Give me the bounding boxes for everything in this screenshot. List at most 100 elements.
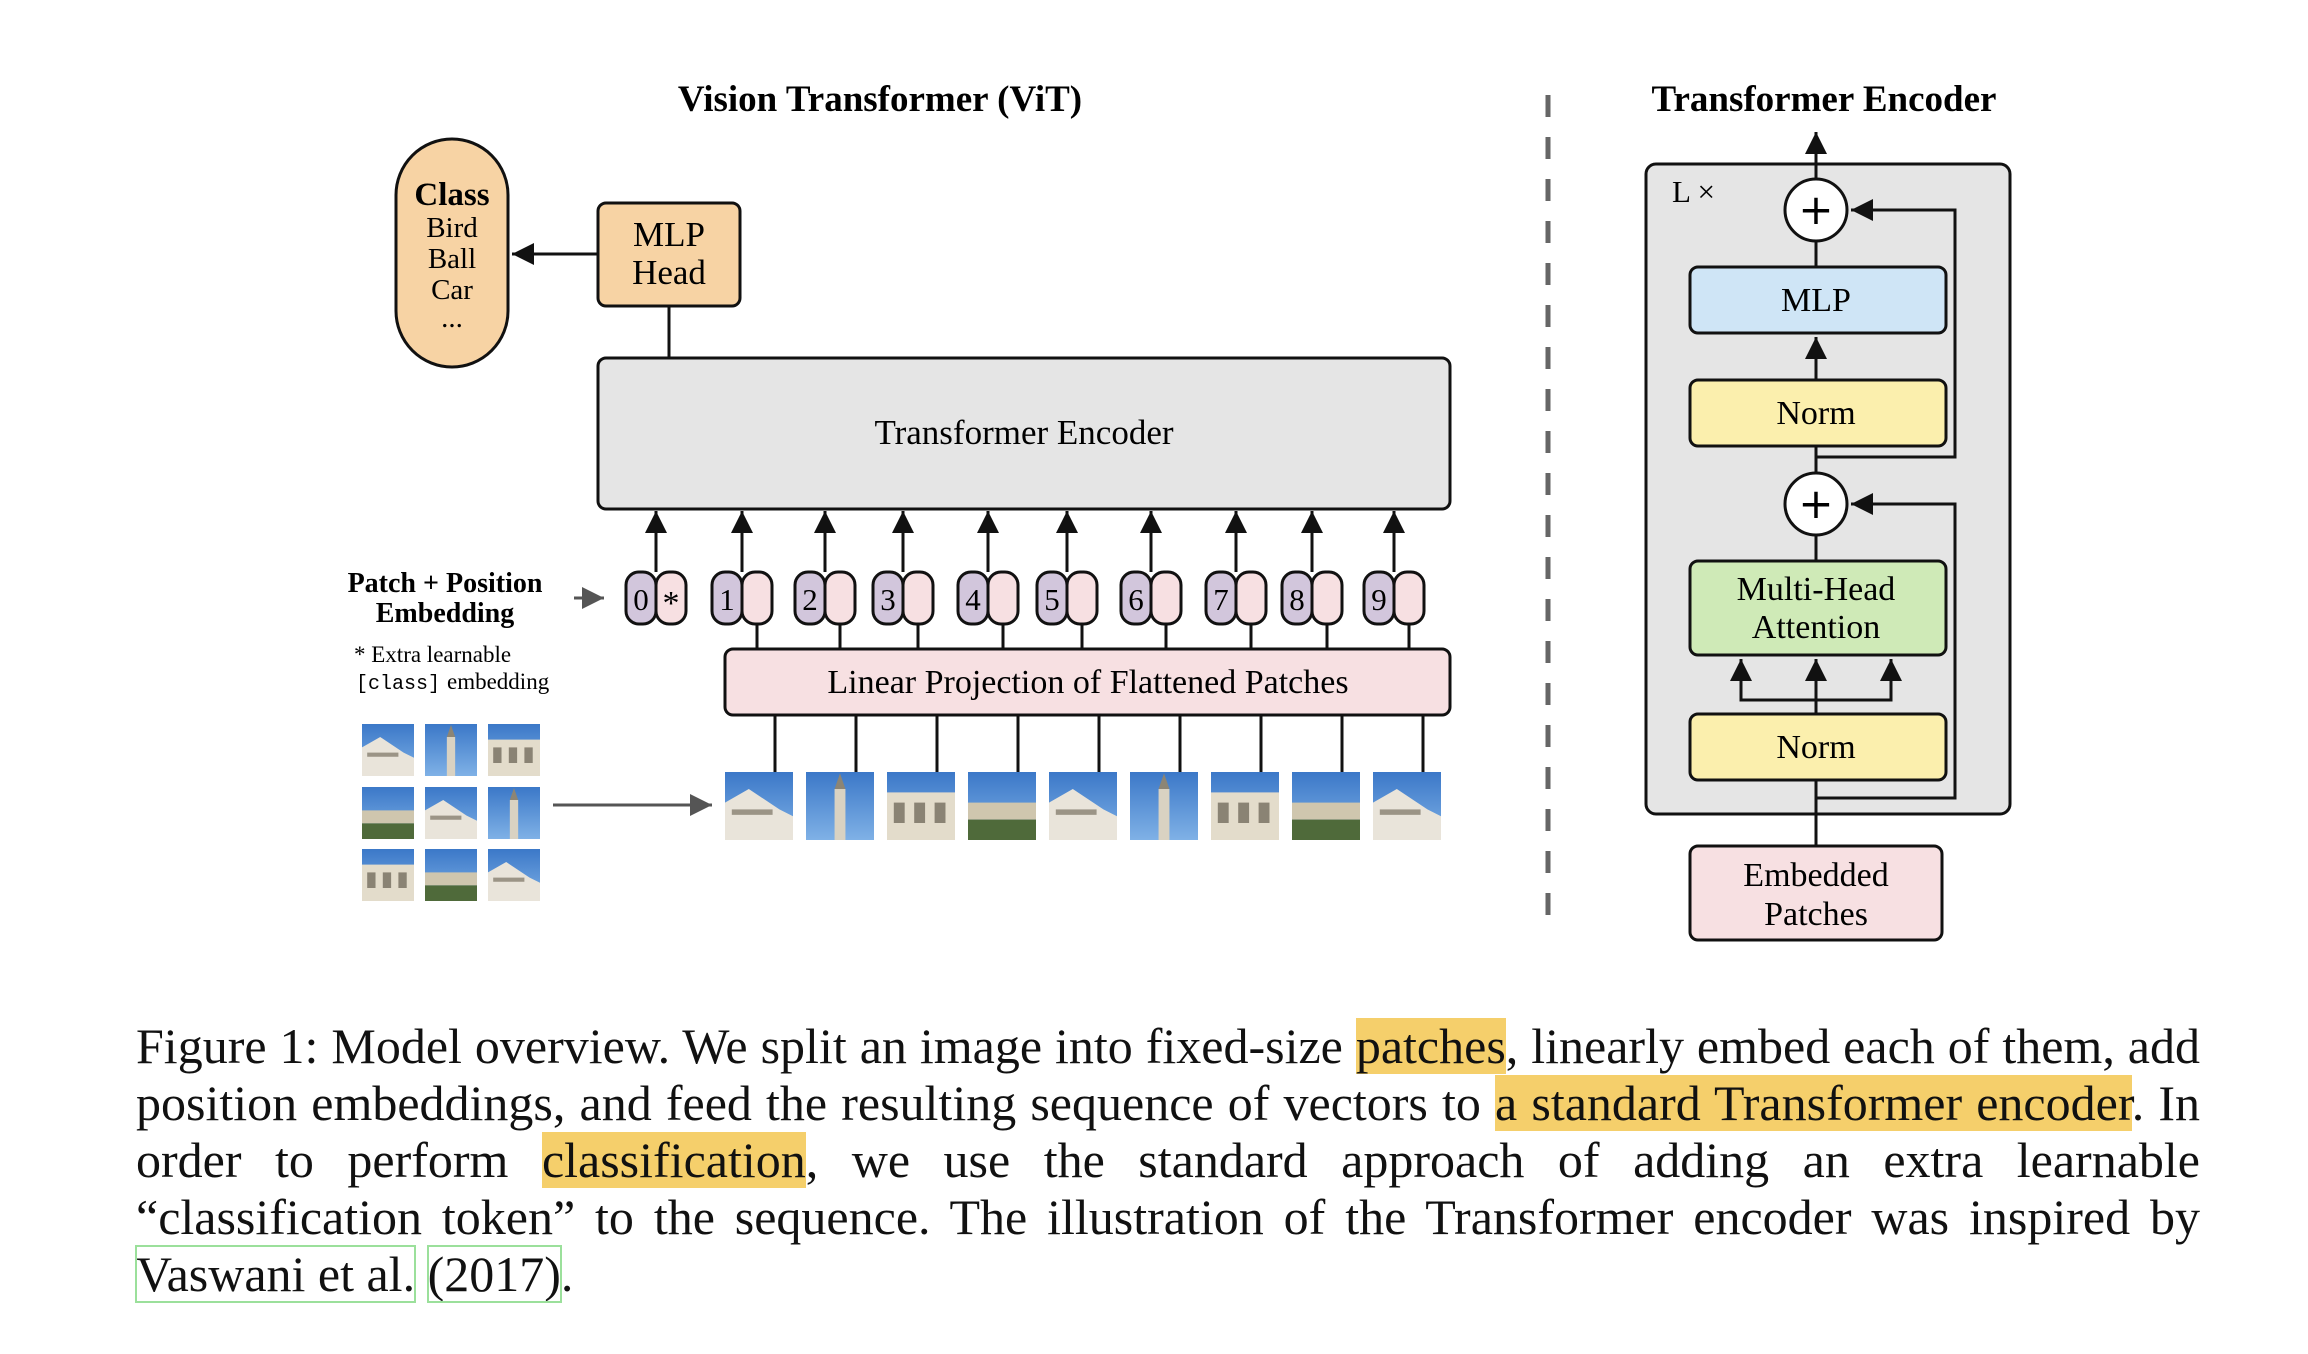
position-index: 7 — [1213, 582, 1229, 617]
citation-year-link[interactable]: (2017) — [426, 1245, 562, 1303]
class-token-code: [class] — [356, 673, 440, 696]
citation-link[interactable]: Vaswani et al. — [134, 1245, 417, 1303]
image-patch — [425, 724, 477, 776]
position-index: 2 — [802, 582, 818, 617]
flattened-patch — [1049, 772, 1117, 840]
encoder-norm-top-box: Norm — [1688, 378, 1948, 448]
attention-label: Multi-Head — [1737, 571, 1896, 608]
flattened-patch — [1292, 772, 1360, 840]
class-item: Ball — [428, 243, 476, 275]
patch-embedding — [654, 570, 688, 626]
residual-add-top: + — [1783, 177, 1849, 243]
patch-embedding — [1310, 570, 1344, 626]
residual-skip-top — [1816, 199, 1957, 459]
class-heading: Class — [414, 177, 489, 213]
embedding-note: embedding — [447, 669, 550, 694]
flattened-patch — [968, 772, 1036, 840]
image-patch — [362, 724, 414, 776]
vit-title: Vision Transformer (ViT) — [678, 79, 1082, 120]
encoder-norm-bottom-box: Norm — [1688, 712, 1948, 782]
token-pair: 8 — [1280, 511, 1344, 715]
embedding-label: Patch + Position — [348, 568, 543, 599]
embedded-patches-label: Patches — [1764, 896, 1868, 933]
flattened-patch-sequence — [725, 715, 1441, 840]
token-pair: 7 — [1204, 511, 1268, 715]
position-index: 5 — [1044, 582, 1060, 617]
image-patch — [362, 849, 414, 901]
caption-text — [415, 1246, 428, 1302]
caption-text: . In order to perform — [136, 1075, 2201, 1188]
caption-text: Figure 1: Model overview. We split an im… — [136, 1018, 1356, 1074]
token-pair: 4 — [956, 511, 1020, 715]
linear-projection-box: Linear Projection of Flattened Patches — [723, 647, 1452, 717]
extra-learnable-note: * Extra learnable — [354, 642, 511, 667]
input-image-patch-grid — [362, 724, 540, 901]
patch-embedding — [823, 570, 857, 626]
flattened-patch — [1130, 772, 1198, 840]
patch-embedding — [1392, 570, 1426, 626]
transformer-encoder-box: Transformer Encoder — [596, 356, 1452, 511]
caption-text: , we use the standard approach of adding… — [136, 1132, 2200, 1245]
caption-text: , linearly embed each of them, add posit… — [136, 1018, 2200, 1131]
encoder-norm-bottom-label: Norm — [1776, 729, 1855, 766]
layer-repeat-label: L × — [1672, 174, 1715, 209]
embedding-label: Embedding — [376, 598, 515, 629]
model-overview-figure: Vision Transformer (ViT) Class Bird Ball… — [348, 79, 2012, 942]
qkv-fork-arrows — [1730, 659, 1902, 714]
mlp-head-label: Head — [632, 253, 706, 292]
encoder-detail-title: Transformer Encoder — [1652, 79, 1997, 120]
token-pair: 5 — [1035, 511, 1099, 715]
patch-embedding — [1065, 570, 1099, 626]
caption-text: . — [560, 1246, 574, 1302]
image-patch — [488, 787, 540, 839]
class-item: Bird — [426, 212, 478, 244]
image-patch — [488, 849, 540, 901]
residual-add-middle: + — [1783, 471, 1849, 537]
transformer-encoder-label: Transformer Encoder — [874, 413, 1173, 452]
flattened-patch — [1211, 772, 1279, 840]
class-token-marker: * — [663, 585, 680, 622]
token-pair: 2 — [793, 511, 857, 715]
patch-embedding — [986, 570, 1020, 626]
image-patch — [488, 724, 540, 776]
add-symbol: + — [1798, 185, 1833, 234]
position-index: 1 — [719, 582, 735, 617]
image-patch — [425, 849, 477, 901]
caption-highlight: patches — [1355, 1018, 1506, 1074]
flattened-patch — [725, 772, 793, 840]
class-item: Car — [431, 274, 473, 306]
position-index: 3 — [880, 582, 896, 617]
encoder-norm-top-label: Norm — [1776, 395, 1855, 432]
add-symbol: + — [1798, 479, 1833, 528]
embedded-patches-box: Embedded Patches — [1688, 844, 1944, 942]
position-index: 4 — [965, 582, 981, 617]
class-output-box: Class Bird Ball Car ... — [394, 137, 510, 369]
patch-embedding — [1149, 570, 1183, 626]
position-index: 8 — [1289, 582, 1305, 617]
embedded-patches-label: Embedded — [1743, 857, 1888, 894]
token-pair: 3 — [871, 511, 935, 715]
position-index: 0 — [633, 582, 649, 617]
linear-projection-label: Linear Projection of Flattened Patches — [827, 664, 1348, 701]
patch-embedding — [1234, 570, 1268, 626]
encoder-mlp-box: MLP — [1688, 265, 1948, 335]
multi-head-attention-box: Multi-Head Attention — [1688, 559, 1948, 657]
encoder-mlp-label: MLP — [1781, 282, 1851, 319]
token-pair: 0* — [624, 511, 688, 626]
caption-highlight: classification — [541, 1132, 806, 1188]
flattened-patch — [806, 772, 874, 840]
image-patch — [425, 787, 477, 839]
image-patch — [362, 787, 414, 839]
figure-caption: Figure 1: Model overview. We split an im… — [134, 1018, 2201, 1303]
patch-embedding — [740, 570, 774, 626]
position-index: 9 — [1371, 582, 1387, 617]
mlp-head-label: MLP — [633, 215, 705, 254]
residual-skip-bottom — [1816, 493, 1957, 800]
attention-label: Attention — [1752, 609, 1880, 646]
patch-embedding — [901, 570, 935, 626]
caption-highlight: a standard Transformer encoder — [1495, 1075, 2132, 1131]
flattened-patch — [1373, 772, 1441, 840]
token-pair: 9 — [1362, 511, 1426, 715]
flattened-patch — [887, 772, 955, 840]
